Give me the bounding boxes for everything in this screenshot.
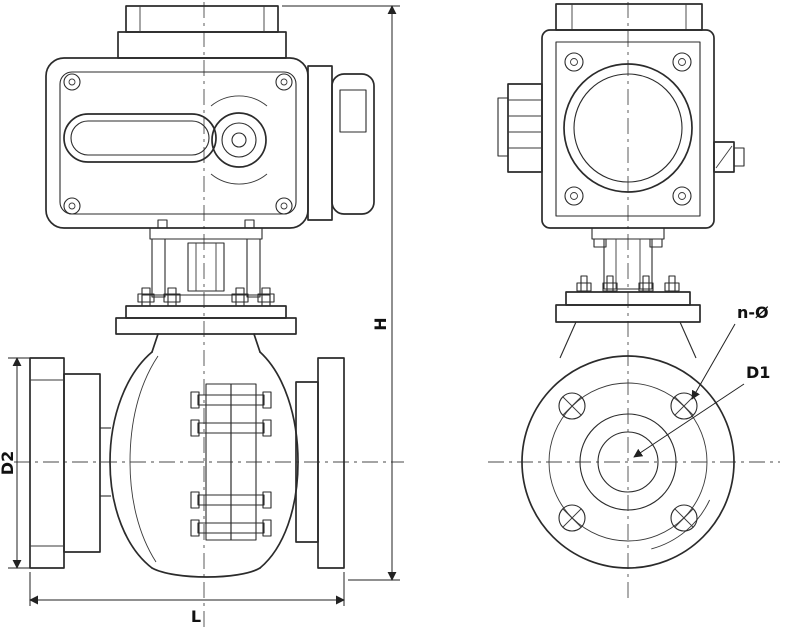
dim-D2: D2 [0, 357, 30, 569]
flange-face [521, 355, 735, 569]
sight-window-circle [563, 63, 693, 193]
left-flange [29, 357, 101, 569]
leader-line [633, 383, 745, 458]
position-indicator-arc [210, 95, 268, 185]
leader-n-bolt-holes: n-Ø [691, 303, 769, 400]
actuator-motor-cap [117, 5, 287, 59]
leader-D1: D1 [633, 363, 770, 458]
actuator-window [63, 113, 217, 163]
corner-screw [564, 52, 692, 206]
mounting-flange-plate [115, 287, 297, 335]
bolt-circle-arc [651, 499, 711, 550]
actuator-body [45, 57, 309, 229]
terminal-housing [307, 65, 375, 221]
flange-bolt [576, 275, 680, 293]
dim-H-label: H [371, 317, 390, 330]
dim-L: L [29, 572, 345, 626]
side-view: n-Ø D1 [488, 2, 780, 600]
label-D1: D1 [746, 363, 770, 382]
manual-override-knob [211, 112, 267, 168]
dim-H: H [282, 5, 400, 581]
corner-screw [63, 73, 293, 215]
front-view: H D2 L [0, 2, 404, 628]
valve-body [29, 333, 345, 578]
leader-line [691, 323, 736, 400]
bolt-circle [548, 382, 708, 542]
mounting-yoke [141, 219, 271, 307]
cooling-fins [497, 83, 543, 173]
stem-block [187, 242, 225, 292]
flange-bolt [137, 287, 275, 307]
bonnet-stud [190, 391, 272, 537]
dim-L-label: L [191, 607, 201, 626]
actuator-housing-side [497, 29, 745, 229]
label-n-bolt-holes: n-Ø [737, 303, 769, 322]
bolt-hole [558, 392, 698, 532]
dim-D2-label: D2 [0, 451, 17, 475]
bonnet-flange [190, 383, 272, 541]
actuator-motor-cap-side [555, 3, 703, 31]
stem-bracket [591, 227, 665, 290]
mounting-flange-plate-side [555, 275, 701, 359]
right-flange [295, 357, 345, 569]
cable-gland [713, 141, 745, 173]
